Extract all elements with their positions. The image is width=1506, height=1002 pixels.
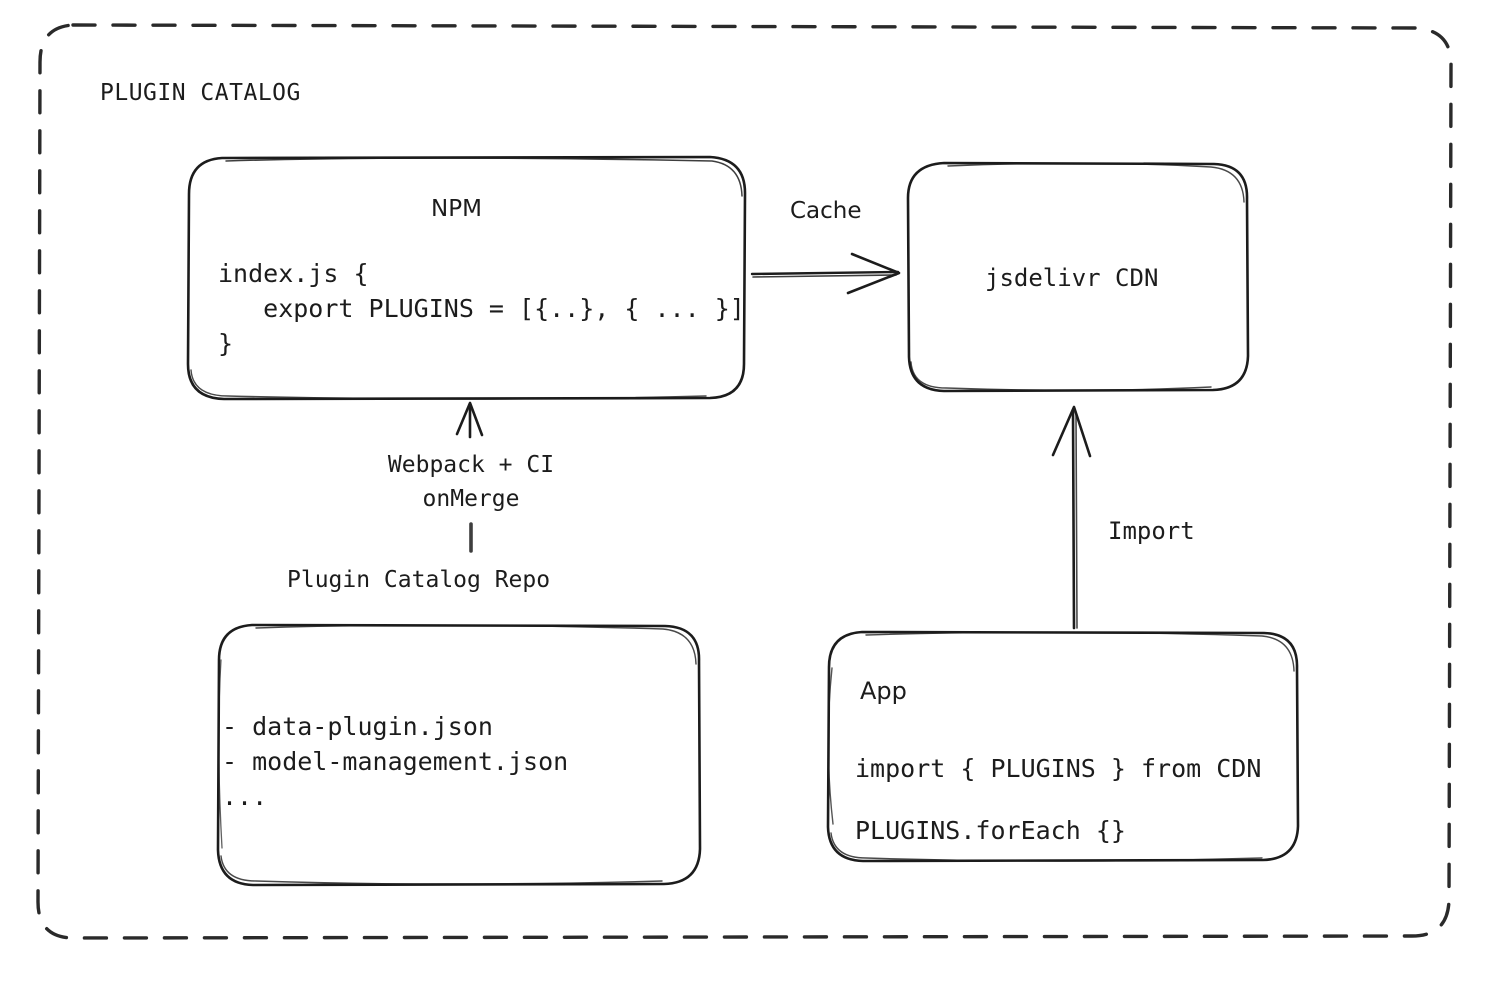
app-node-title: App xyxy=(860,677,907,705)
repo-node-caption: Plugin Catalog Repo xyxy=(287,567,551,593)
edge-label-webpack-ci: Webpack + CI onMerge xyxy=(387,452,555,512)
arrow-app-to-cdn xyxy=(1051,405,1092,630)
group-title: PLUGIN CATALOG xyxy=(100,80,301,106)
edge-label-import: Import xyxy=(1108,517,1195,545)
npm-node-code: index.js { export PLUGINS = [{..}, { ...… xyxy=(218,259,745,358)
npm-node-title: NPM xyxy=(431,196,482,222)
arrow-npm-to-cdn xyxy=(750,252,901,295)
app-node-code: import { PLUGINS } from CDN PLUGINS.forE… xyxy=(855,754,1262,845)
repo-node-items: - data-plugin.json - model-management.js… xyxy=(222,712,569,811)
edge-label-cache: Cache xyxy=(790,198,862,224)
cdn-node-title: jsdelivr CDN xyxy=(985,264,1159,292)
